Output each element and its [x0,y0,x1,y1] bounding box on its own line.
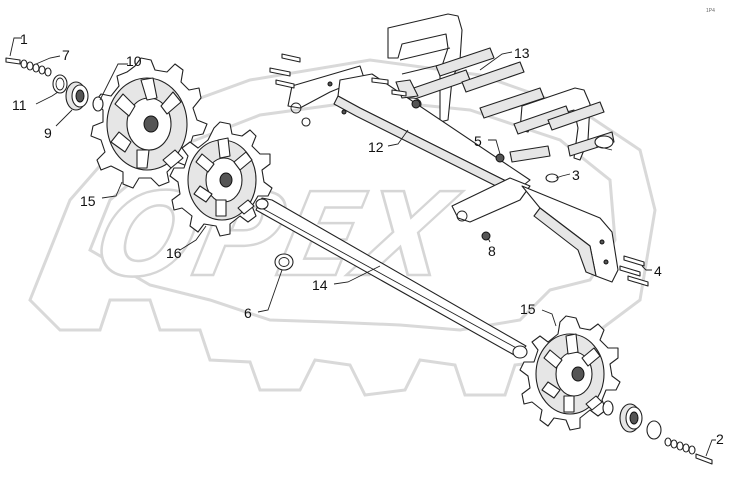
washer-part-10 [92,96,104,112]
beam-part-12 [287,65,619,283]
watermark: OPEX [28,58,657,397]
callout-5: 5 [474,133,482,149]
left-hub-stack [5,57,104,112]
hardware-right [481,153,649,287]
corner-mark: 1P4 [706,8,715,14]
leader-lines [9,37,716,457]
washer-part-3 [545,173,559,183]
callout-1: 1 [20,31,28,47]
callout-10: 10 [126,53,142,69]
right-hub-stack [602,400,713,465]
callout-3: 3 [572,167,580,183]
callout-14: 14 [312,277,328,293]
callout-16: 16 [166,245,182,261]
spiked-wheel-part-15-right [519,315,621,431]
callout-4: 4 [654,263,662,279]
callout-9: 9 [44,125,52,141]
callout-8: 8 [488,243,496,259]
bolt-part-1 [5,57,21,65]
callout-6: 6 [244,305,252,321]
callout-15-left: 15 [80,193,96,209]
callout-15-right: 15 [520,301,536,317]
callout-7: 7 [62,47,70,63]
shaft-part-14 [255,197,528,359]
bolt-part-2 [695,453,713,465]
ring-part-11 [52,74,68,94]
frame-part-13 [387,13,615,161]
callout-2: 2 [716,431,724,447]
sleeve-part-6 [274,253,294,271]
bolts-top [269,53,421,127]
spiked-wheel-part-15-left [90,57,208,189]
callout-11: 11 [12,97,27,113]
nut-part-5 [495,153,505,163]
watermark-text: OPEX [86,169,469,303]
callouts: 1 7 10 11 9 15 16 13 12 5 3 8 4 6 14 15 … [12,31,724,447]
callout-13: 13 [514,45,530,61]
callout-12: 12 [368,139,384,155]
spiked-wheel-part-16 [169,121,273,237]
